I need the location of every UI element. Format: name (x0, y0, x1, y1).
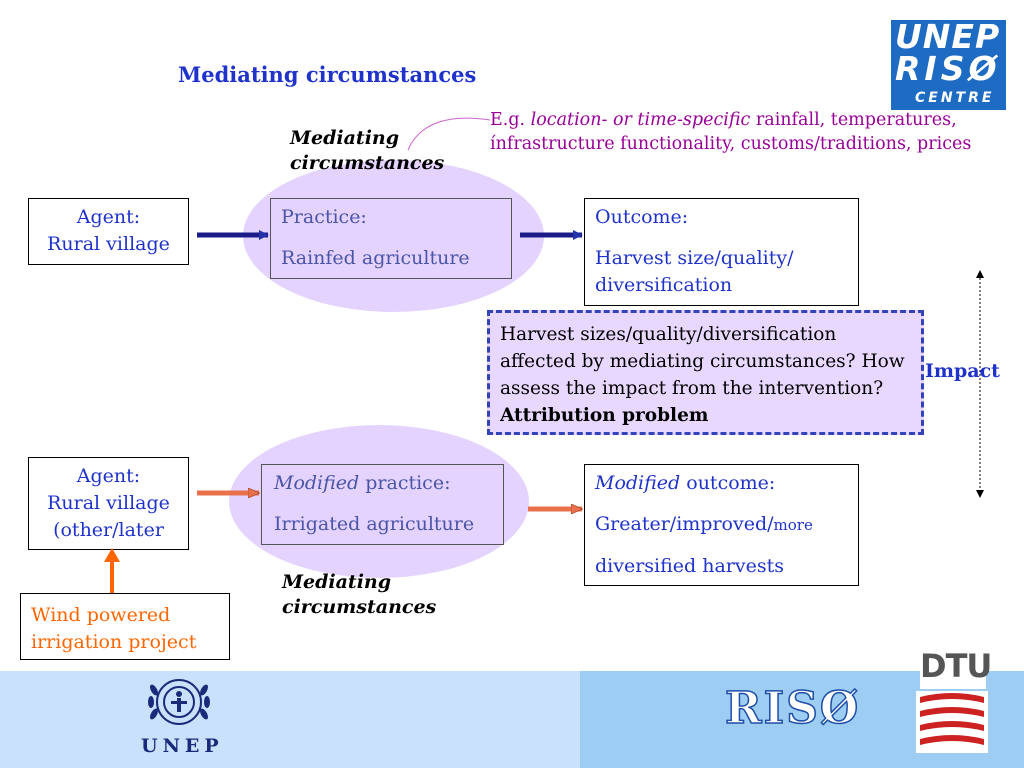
logo-line-riso: RISØ (895, 49, 1001, 88)
flow-arrows (104, 230, 984, 593)
modified-outcome-value: Greater/improved/more (595, 513, 813, 535)
modified-practice-label: Modified practice: (274, 472, 451, 494)
label-connector-curve (407, 117, 491, 151)
unep-emblem-text: UNEP (141, 735, 224, 757)
agent-label-bottom: Agent: (76, 465, 141, 487)
outcome-label: Outcome: (595, 206, 689, 228)
unep-riso-centre-logo: UNEP RISØ CENTRE (891, 17, 1006, 110)
modified-practice-value: Irrigated agriculture (274, 513, 475, 535)
wind-irrigation-project-box: Wind powered irrigation project (20, 593, 230, 660)
mediating-ellipse-top (243, 160, 544, 312)
logo-line-centre: CENTRE (915, 90, 995, 106)
impact-label: Impact (925, 360, 1000, 382)
outcome-value: Harvest size/quality/ diversification (595, 247, 794, 296)
practice-box-bottom: Modified practice: Irrigated agriculture (261, 464, 504, 545)
agent-label: Agent: (76, 206, 141, 228)
attribution-problem-emphasis: Attribution problem (500, 405, 709, 426)
practice-value: Rainfed agriculture (281, 247, 470, 269)
outcome-box-bottom: Modified outcome: Greater/improved/more … (584, 464, 859, 586)
question-text: Harvest sizes/quality/diversification af… (500, 324, 905, 399)
agent-qualifier-bottom: (other/later (53, 519, 164, 541)
modified-outcome-label: Modified outcome: (595, 472, 776, 494)
impact-arrow-bottom (976, 490, 984, 498)
arrow-intervention-head (104, 548, 120, 562)
mediating-ellipse-bottom (229, 425, 529, 578)
practice-label: Practice: (281, 206, 367, 228)
mediating-label-top: Mediating circumstances (290, 127, 445, 174)
dtu-red-stripes-icon (916, 691, 988, 753)
slide-title: Mediating circumstances (178, 62, 477, 87)
logo-line-unep: UNEP (895, 17, 1001, 56)
agent-name: Rural village (47, 233, 170, 255)
example-circumstances-text: E.g. location- or time-specific rainfall… (490, 110, 972, 154)
mediating-label-bottom: Mediating circumstances (282, 571, 437, 618)
dtu-wordmark: DTU (920, 647, 992, 685)
practice-box-top: Practice: Rainfed agriculture (270, 198, 512, 279)
unep-emblem-icon (148, 679, 210, 725)
outcome-box-top: Outcome: Harvest size/quality/ diversifi… (584, 198, 859, 306)
dtu-logo: DTU (916, 647, 992, 753)
footer-band-left (0, 671, 580, 768)
modified-outcome-value-line2: diversified harvests (595, 555, 785, 577)
agent-box-top: Agent: Rural village (28, 198, 189, 265)
attribution-question-box: Harvest sizes/quality/diversification af… (487, 310, 924, 435)
agent-name-bottom: Rural village (47, 492, 170, 514)
riso-wordmark-logo: RISØ (724, 682, 861, 735)
impact-arrow-top (976, 270, 984, 278)
agent-box-bottom: Agent: Rural village (other/later (28, 457, 189, 550)
